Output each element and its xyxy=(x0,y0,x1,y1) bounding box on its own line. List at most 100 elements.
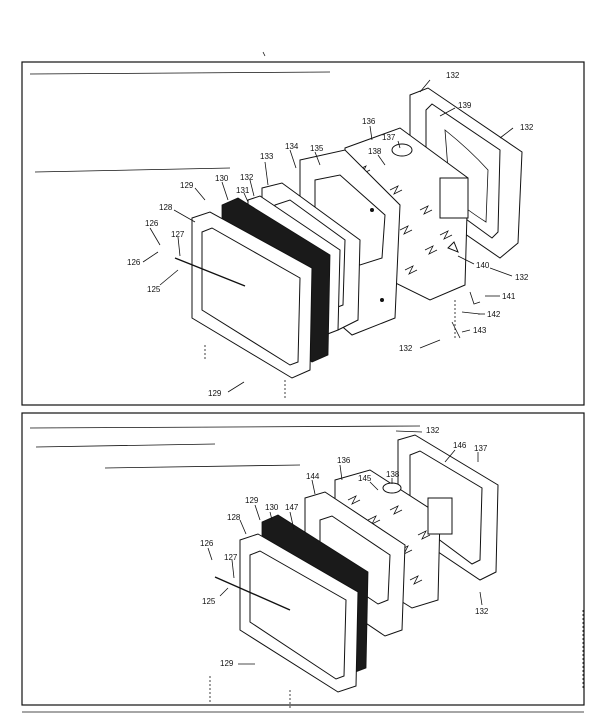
lower-outer-door-glass xyxy=(249,550,347,680)
leader-130 xyxy=(221,181,229,201)
leader-128 xyxy=(173,209,196,223)
lower-rule-3 xyxy=(104,464,301,469)
lower-handle-rod xyxy=(214,576,291,611)
part-label: 134 xyxy=(285,142,299,151)
upper-frame-border xyxy=(21,61,585,406)
part-label: 137 xyxy=(474,444,488,453)
part-label: 129 xyxy=(245,496,259,505)
part-label: 145 xyxy=(358,474,372,483)
leader-l128 xyxy=(239,519,247,535)
upper-diagram: 132 139 132 136 137 134 135 138 133 132 … xyxy=(21,61,585,406)
leader-l147 xyxy=(289,511,295,531)
leader-140 xyxy=(457,255,475,265)
latch-bracket xyxy=(439,177,469,219)
leader-l136 xyxy=(339,464,343,481)
leader-l132b xyxy=(479,591,483,606)
part-140 xyxy=(447,241,459,253)
stray-mark xyxy=(262,51,266,57)
leader-132a xyxy=(419,79,431,93)
part-label: 140 xyxy=(476,261,490,270)
part-label: 126 xyxy=(127,258,141,267)
leader-138 xyxy=(377,154,386,166)
leader-125 xyxy=(159,269,179,286)
leader-l144 xyxy=(311,479,316,495)
part-143 xyxy=(451,321,461,339)
part-label: 130 xyxy=(265,503,279,512)
panel-screw-1 xyxy=(370,208,374,212)
part-label: 135 xyxy=(310,144,324,153)
leader-l132a xyxy=(395,430,423,433)
leader-136 xyxy=(369,125,373,141)
leader-l126 xyxy=(207,547,213,561)
part-label: 132 xyxy=(240,173,254,182)
leader-l125 xyxy=(219,587,229,597)
leader-l145 xyxy=(369,481,379,491)
part-label: 132 xyxy=(475,607,489,616)
lower-rule-2 xyxy=(35,443,216,448)
part-label: 132 xyxy=(520,123,534,132)
leader-132c xyxy=(249,179,255,197)
leader-127 xyxy=(177,236,181,257)
part-label: 132 xyxy=(515,273,529,282)
upper-rule-1 xyxy=(29,71,331,75)
part-label: 129 xyxy=(180,181,194,190)
leader-l129 xyxy=(254,504,261,521)
part-label: 146 xyxy=(453,441,467,450)
leader-135 xyxy=(314,151,321,166)
lower-latch-bracket xyxy=(427,497,453,535)
part-label: 133 xyxy=(260,152,274,161)
part-label: 138 xyxy=(368,147,382,156)
vent-fitting xyxy=(391,143,413,157)
part-label: 137 xyxy=(382,133,396,142)
leader-126a xyxy=(149,227,161,246)
leader-l146 xyxy=(444,449,456,463)
part-label: 139 xyxy=(458,101,472,110)
lower-rule-1 xyxy=(29,425,421,429)
lower-frame-border xyxy=(21,412,585,706)
leader-131 xyxy=(243,192,249,203)
part-label: 147 xyxy=(285,503,299,512)
leader-139 xyxy=(439,107,456,117)
upper-rule-2 xyxy=(34,167,231,173)
part-label: 136 xyxy=(362,117,376,126)
lower-diagram: 132 146 137 136 144 138 145 129 147 128 … xyxy=(21,412,585,710)
part-label: 126 xyxy=(200,539,214,548)
part-label: 128 xyxy=(159,203,173,212)
handle-rod xyxy=(174,257,246,287)
part-label: 132 xyxy=(446,71,460,80)
leader-132d xyxy=(489,267,513,277)
panel-screw-2 xyxy=(380,298,384,302)
part-label: 130 xyxy=(215,174,229,183)
part-label: 143 xyxy=(473,326,487,335)
part-label: 125 xyxy=(202,597,216,606)
part-label: 125 xyxy=(147,285,161,294)
part-label: 136 xyxy=(337,456,351,465)
part-142 xyxy=(461,311,481,315)
part-141 xyxy=(469,291,481,305)
leader-134 xyxy=(289,149,297,169)
part-label: 126 xyxy=(145,219,159,228)
part-label: 132 xyxy=(399,344,413,353)
leader-143 xyxy=(461,329,471,333)
outer-door-glass xyxy=(201,227,301,366)
leader-132b xyxy=(499,127,514,139)
leader-l127 xyxy=(231,559,235,579)
part-label: 127 xyxy=(224,553,238,562)
lower-insulation-pattern xyxy=(347,495,431,585)
leader-l130 xyxy=(269,511,273,521)
part-label: 129 xyxy=(220,659,234,668)
part-label: 132 xyxy=(426,426,440,435)
part-label: 142 xyxy=(487,310,501,319)
leader-129a xyxy=(194,187,206,201)
part-label: 131 xyxy=(236,186,250,195)
part-label: 141 xyxy=(502,292,516,301)
part-label: 129 xyxy=(208,389,222,398)
leader-126b xyxy=(142,251,159,263)
lower-vent-fitting xyxy=(382,482,402,494)
part-label: 128 xyxy=(227,513,241,522)
leader-132e xyxy=(419,339,441,349)
part-label: 144 xyxy=(306,472,320,481)
leader-133 xyxy=(264,161,269,186)
part-label: 138 xyxy=(386,470,400,479)
